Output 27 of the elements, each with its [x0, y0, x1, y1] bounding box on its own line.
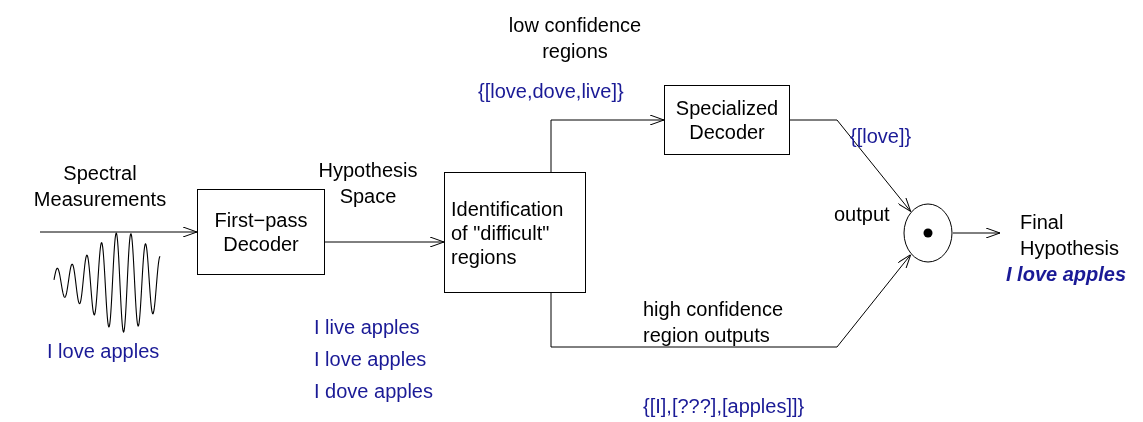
hypothesis-text: I love apples: [314, 347, 427, 372]
hypothesis-text: I dove apples: [314, 379, 433, 404]
arrow: [550, 254, 912, 348]
node-label: Final Hypothesis: [1020, 210, 1120, 261]
node-caption: output: [834, 202, 890, 227]
arrow: [39, 226, 198, 238]
arrow: [324, 236, 445, 248]
node-label: Specialized Decoder: [674, 96, 780, 144]
region-set-text: {[love,dove,live]}: [478, 79, 624, 104]
process-box: [444, 172, 586, 293]
example-text: I love apples: [47, 339, 160, 364]
hypothesis-text: I live apples: [314, 315, 420, 340]
arrow: [789, 119, 912, 212]
region-set-text: {[I],[???],[apples]]}: [643, 394, 805, 419]
result-text: I love apples: [1006, 262, 1128, 287]
node-label: Identification of "difficult" regions: [451, 196, 565, 269]
arrow: [550, 114, 665, 173]
edge-label: high confidence region outputs: [643, 297, 785, 348]
node-label: First−pass Decoder: [213, 208, 309, 256]
arrow: [952, 227, 1001, 239]
combiner-circle: [903, 203, 953, 263]
edge-label: low confidence regions: [507, 13, 643, 64]
edge-label: {[love]}: [850, 124, 913, 149]
edge-label: Spectral Measurements: [32, 161, 168, 212]
edge-label: Hypothesis Space: [318, 158, 418, 209]
process-box: [664, 85, 790, 155]
process-box: [197, 189, 325, 275]
